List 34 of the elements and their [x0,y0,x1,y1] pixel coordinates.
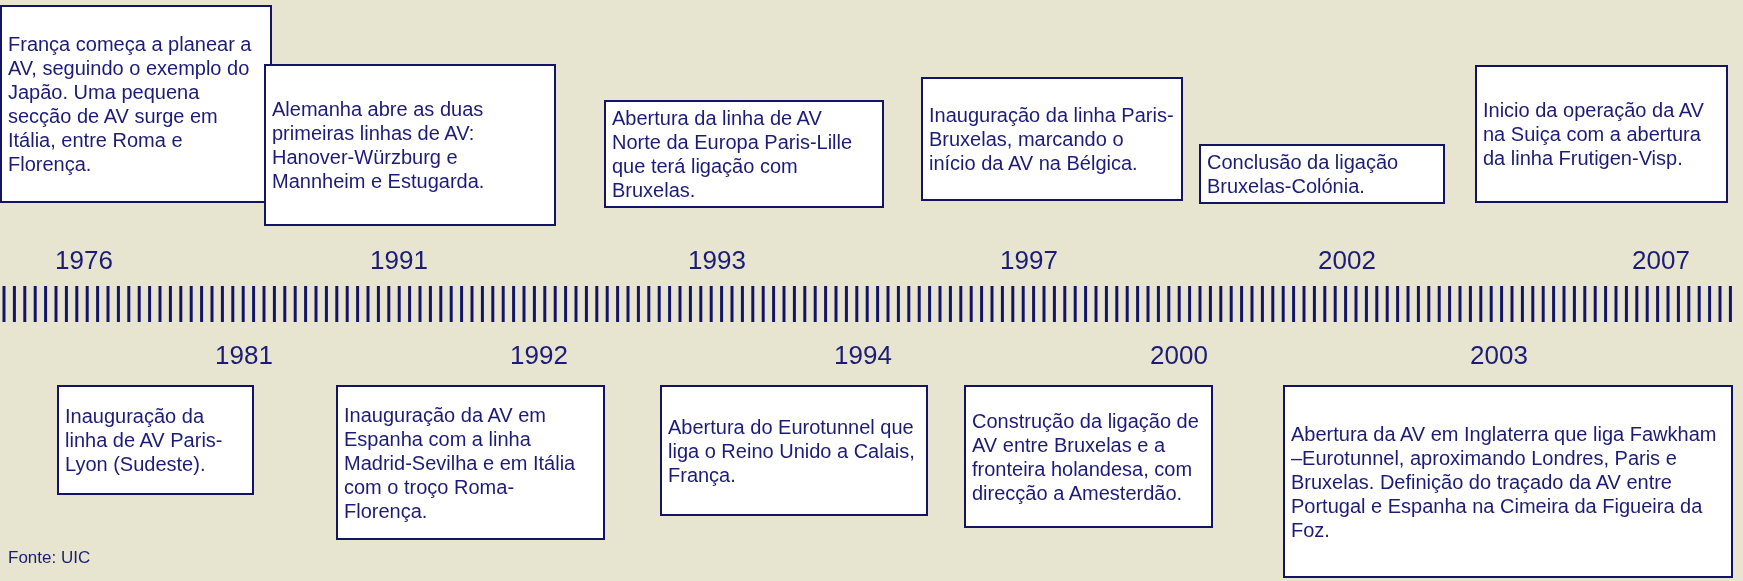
event-box [1283,385,1733,578]
source-note: Fonte: UIC [8,548,91,568]
event-text: Abertura da linha de AV Norte da Europa Paris-Lille que terá ligação com Bruxelas. [612,106,854,202]
event-text: Conclusão da ligação Bruxelas-Colónia. [1207,150,1400,198]
year-label: 2007 [1632,245,1690,275]
year-label: 1981 [215,340,273,370]
event-text: Inauguração da linha Paris-Bruxelas, marcando o início da AV na Bélgica. [929,103,1175,175]
year-label: 1991 [370,245,428,275]
year-label: 1997 [1000,245,1058,275]
year-label: 1994 [834,340,892,370]
event-box [57,385,254,495]
event-text: Inauguração da AV em Espanha com a linha Madrid-Sevilha e em Itália com o troço Roma-Florença. [344,402,577,523]
event-box [0,5,272,203]
event-text: Abertura da AV em Inglaterra que liga Fawkham –Eurotunnel, aproximando Londres, Paris e Bruxelas. Definição do traçado da AV entre Portugal e Espanha na Cimeira da Figueira da Foz. [1291,421,1718,542]
year-label: 2002 [1318,245,1376,275]
event-box [264,64,556,226]
year-label: 1993 [688,245,746,275]
event-box [964,385,1213,528]
event-text: Alemanha abre as duas primeiras linhas de AV: Hanover-Würzburg e Mannheim e Estugarda. [272,97,486,193]
event-text: Inauguração da linha de AV Paris-Lyon (Sudeste). [65,404,224,476]
event-box [1199,144,1445,204]
year-label: 2003 [1470,340,1528,370]
year-label: 1976 [55,245,113,275]
year-label: 1992 [510,340,568,370]
event-box [921,77,1183,201]
year-label: 2000 [1150,340,1208,370]
event-text: Abertura do Eurotunnel que liga o Reino Unido a Calais, França. [668,414,916,487]
event-box [660,385,928,516]
event-text: França começa a planear a AV, seguindo o exemplo do Japão. Uma pequena secção de AV surge em Itália, entre Roma e Florença. [8,32,253,176]
event-text: Inicio da operação da AV na Suiça com a abertura da linha Frutigen-Visp. [1483,98,1705,170]
event-box [336,385,605,540]
event-box [1475,65,1728,203]
event-box [604,100,884,208]
event-text: Construção da ligação de AV entre Bruxelas e a fronteira holandesa, com direcção a Amesterdão. [972,408,1200,505]
